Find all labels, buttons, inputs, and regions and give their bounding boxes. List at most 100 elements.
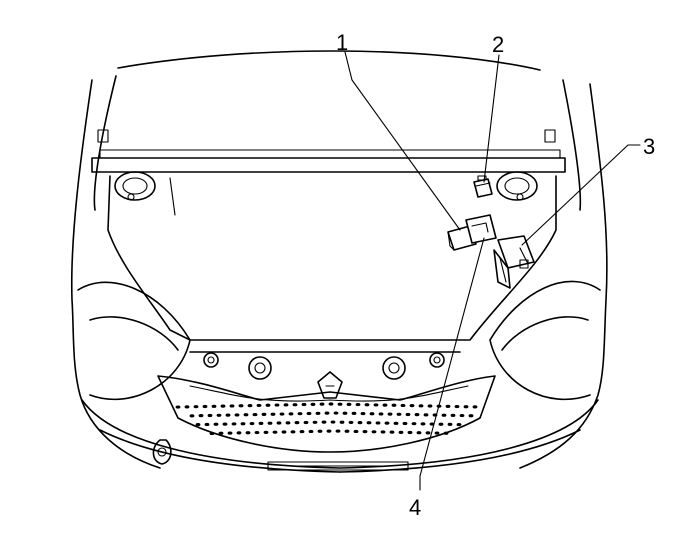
grille-hole <box>234 413 240 417</box>
grille-hole <box>276 421 282 425</box>
grille-hole <box>249 421 255 426</box>
grille-hole <box>292 403 298 407</box>
grille-hole <box>216 413 222 417</box>
grille-hole <box>240 422 246 426</box>
grille-hole <box>447 422 453 426</box>
grille-hole <box>339 420 345 424</box>
grille-hole <box>267 421 273 425</box>
grille-hole <box>337 402 343 406</box>
grille-hole <box>218 431 224 435</box>
grille-hole <box>405 412 411 417</box>
grille-hole <box>450 413 456 417</box>
grille-hole <box>279 412 285 416</box>
grille-hole <box>198 414 204 418</box>
callout-label-1: 1 <box>336 30 348 55</box>
grille-hole <box>342 411 348 415</box>
grille-hole <box>231 422 237 426</box>
grille-hole <box>319 402 325 406</box>
grille-hole <box>256 403 262 408</box>
grille-hole <box>355 402 361 407</box>
grille-hole <box>321 420 327 424</box>
grille-hole <box>393 421 399 425</box>
grille-hole <box>303 420 309 425</box>
grille-hole <box>382 403 388 407</box>
grille-hole <box>285 421 291 425</box>
grille-hole <box>288 412 294 416</box>
grille-hole <box>396 412 402 416</box>
grille-hole <box>409 404 415 408</box>
grille-hole <box>416 431 422 435</box>
grille-hole <box>333 411 339 415</box>
grille-hole <box>400 403 406 408</box>
grille-hole <box>346 402 352 406</box>
grille-hole <box>306 411 312 416</box>
grille-hole <box>299 430 305 434</box>
grille-hole <box>202 404 208 409</box>
grille-hole <box>258 421 264 425</box>
grille-hole <box>375 421 381 425</box>
grille-hole <box>456 422 462 427</box>
grille-hole <box>317 429 323 433</box>
grille-hole <box>193 405 199 409</box>
grille-hole <box>371 430 377 434</box>
grille-hole <box>211 404 217 408</box>
component-1-relay <box>447 214 497 251</box>
grille-hole <box>265 403 271 407</box>
grille-hole <box>434 431 440 435</box>
grille-hole <box>254 430 260 435</box>
grille-hole <box>204 422 210 427</box>
grille-hole <box>274 403 280 407</box>
grille-hole <box>380 430 386 434</box>
grille-hole <box>247 404 253 408</box>
grille-hole <box>445 404 451 408</box>
grille-hole <box>328 402 334 406</box>
grille-hole <box>195 423 201 427</box>
engine-compartment <box>107 175 557 341</box>
grille-hole <box>454 404 460 409</box>
grille-hole <box>236 431 242 435</box>
grille-hole <box>353 429 359 434</box>
grille-hole <box>227 431 233 435</box>
grille-hole <box>245 431 251 435</box>
grille-hole <box>378 412 384 416</box>
grille-hole <box>184 405 190 409</box>
grille-hole <box>330 420 336 424</box>
grille-hole <box>357 421 363 425</box>
grille-hole <box>443 431 449 435</box>
grille-hole <box>225 413 231 417</box>
grille-hole <box>297 412 303 416</box>
grille-hole <box>407 430 413 435</box>
grille-hole <box>369 412 375 416</box>
grille-hole <box>360 411 366 416</box>
grille-hole <box>312 420 318 424</box>
component-3-relay-box <box>493 235 535 289</box>
grille-hole <box>270 412 276 416</box>
grille-hole <box>213 422 219 426</box>
grille-hole <box>364 403 370 407</box>
callout-label-3: 3 <box>643 134 655 159</box>
grille-hole <box>463 405 469 409</box>
grille-hole <box>175 405 181 409</box>
grille-hole <box>389 430 395 434</box>
grille-hole <box>366 421 372 425</box>
grille-hole <box>335 429 341 433</box>
grille-hole <box>384 421 390 425</box>
grille-hole <box>348 420 354 425</box>
hood-edge <box>117 50 541 71</box>
grille-hole <box>315 411 321 415</box>
grille-hole <box>344 429 350 433</box>
grille-hole <box>411 422 417 426</box>
grille-hole <box>222 422 228 426</box>
tow-hook <box>152 439 172 465</box>
grille-hole <box>238 404 244 408</box>
grille-hole <box>301 402 307 407</box>
strut-tower-left <box>114 171 156 201</box>
grille-hole <box>420 422 426 426</box>
grille-hole <box>414 413 420 417</box>
grille-hole <box>423 413 429 417</box>
grille-hole <box>207 413 213 418</box>
grille-hole <box>326 429 332 433</box>
leader-lines <box>344 51 641 491</box>
grille-hole <box>189 414 195 418</box>
